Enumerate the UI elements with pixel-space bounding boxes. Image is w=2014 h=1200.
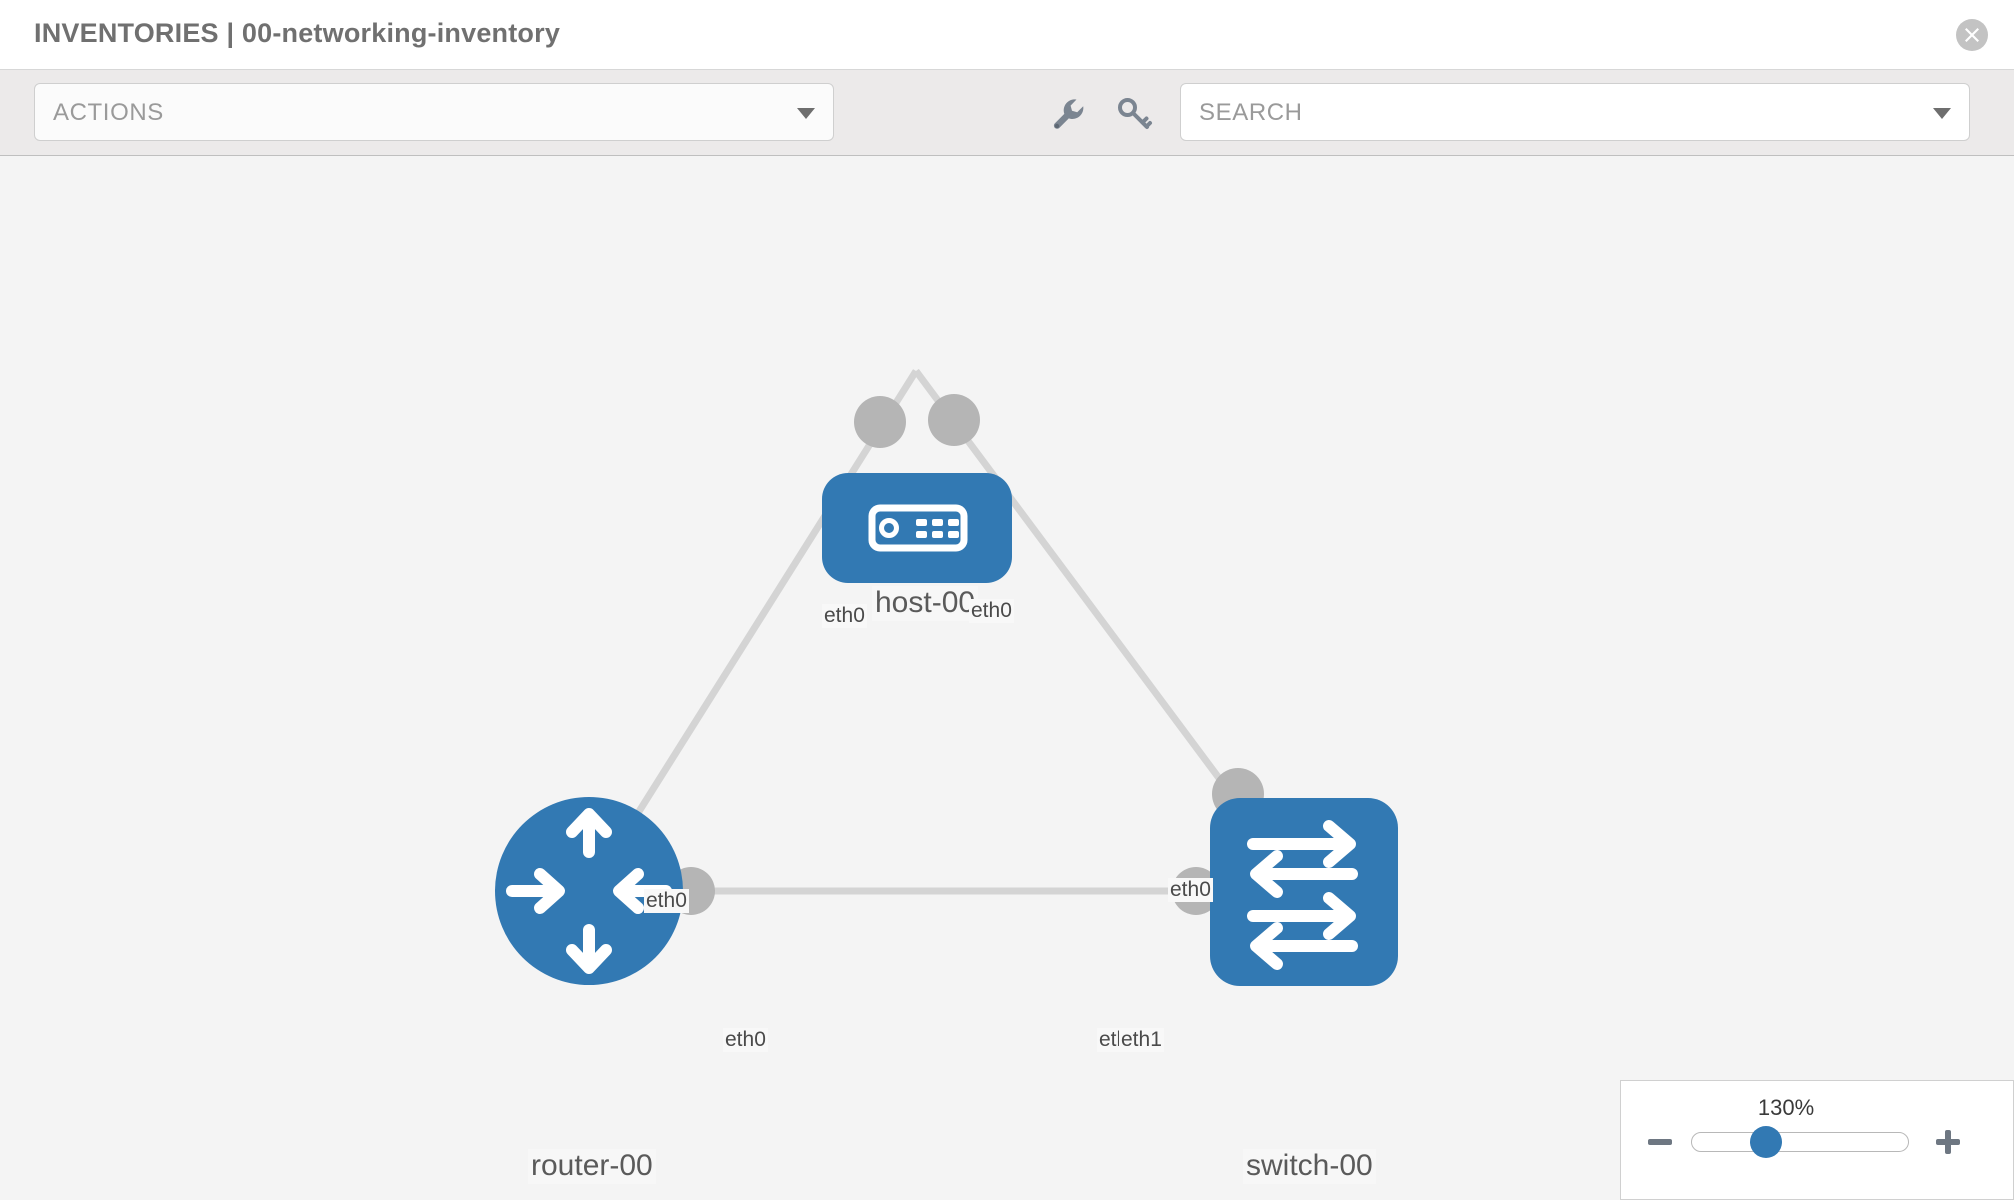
server-appliance-icon [868,504,968,552]
minus-icon [1648,1139,1672,1145]
zoom-percent-label: 130% [1757,1095,1815,1120]
search-input[interactable]: SEARCH [1180,83,1970,141]
page-title: INVENTORIES | 00-networking-inventory [34,18,561,48]
endpoint-host-left[interactable] [854,396,906,448]
topology-canvas[interactable]: host-00 router-00 switch-00 eth0 eth0 et… [0,156,2014,1200]
interface-label: eth0 [723,1028,768,1053]
actions-dropdown-label: ACTIONS [53,99,164,126]
wrench-icon[interactable] [1046,92,1088,134]
toolbar: ACTIONS SEARCH [0,70,2014,156]
interface-label: eth1 [1119,1028,1164,1053]
close-icon[interactable] [1956,19,1988,51]
actions-dropdown[interactable]: ACTIONS [34,83,834,141]
node-host-00[interactable] [822,473,1012,583]
endpoint-host-right[interactable] [928,394,980,446]
node-label-switch-00: switch-00 [1243,1149,1376,1184]
zoom-slider-track[interactable] [1691,1132,1909,1152]
link-host-router[interactable] [586,369,919,893]
key-icon[interactable] [1113,92,1155,134]
interface-label: eth0 [969,599,1014,624]
page-header: INVENTORIES | 00-networking-inventory [0,0,2014,70]
interface-label: eth0 [822,604,867,629]
chevron-down-icon [1933,108,1951,119]
chevron-down-icon [797,108,815,119]
zoom-slider-thumb[interactable] [1750,1126,1782,1158]
link-group [586,368,1306,895]
topology-graph [495,368,1398,986]
four-way-arrows-icon [506,808,672,974]
node-switch-00[interactable] [1210,798,1398,986]
zoom-control-panel: 130% [1620,1080,2014,1200]
zoom-out-button[interactable] [1645,1127,1675,1157]
link-endpoint-group [667,394,1264,915]
node-label-host-00: host-00 [872,586,979,621]
interface-label: eth0 [644,889,689,914]
node-label-router-00: router-00 [528,1149,656,1184]
bidirectional-arrows-icon [1247,820,1358,970]
node-router-00[interactable] [495,797,683,985]
plus-icon [1936,1130,1960,1154]
interface-label: eth0 [1168,878,1213,903]
search-placeholder: SEARCH [1199,99,1303,126]
zoom-in-button[interactable] [1933,1127,1963,1157]
